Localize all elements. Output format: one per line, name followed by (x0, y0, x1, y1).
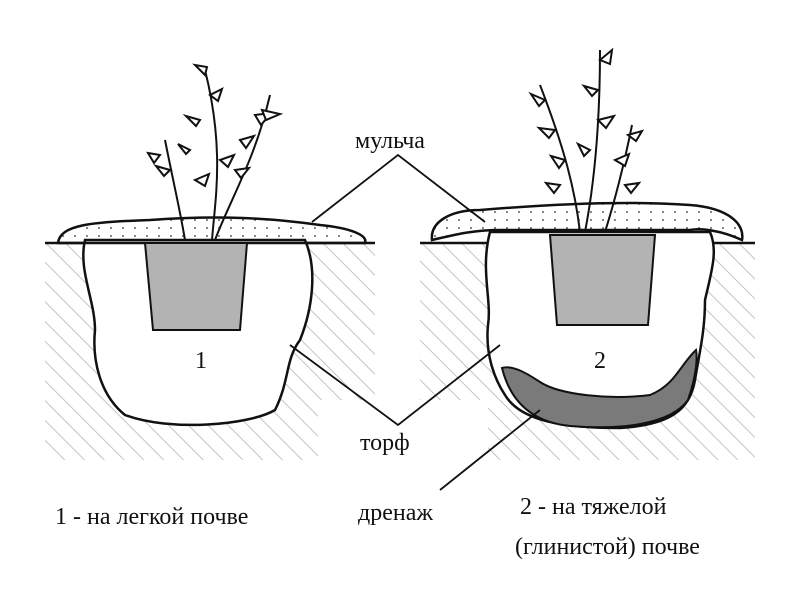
label-mulch: мульча (355, 128, 425, 154)
label-number-1: 1 (195, 348, 207, 374)
peat-hole-left (82, 238, 314, 427)
pot-right (548, 234, 657, 326)
label-number-2: 2 (594, 348, 606, 374)
caption-heavy-soil-line2: (глинистой) почве (515, 534, 700, 560)
drainage-layer (500, 348, 698, 429)
label-drainage: дренаж (358, 500, 433, 526)
mulch-left (56, 216, 367, 245)
caption-heavy-soil-line1: 2 - на тяжелой (520, 494, 667, 520)
plant-left (146, 63, 284, 241)
plant-right (528, 47, 645, 233)
caption-light-soil: 1 - на легкой почве (55, 504, 248, 530)
label-peat: торф (360, 430, 410, 456)
leader-lines (289, 153, 541, 491)
peat-hole-right (484, 230, 716, 430)
pot-left (143, 242, 249, 331)
